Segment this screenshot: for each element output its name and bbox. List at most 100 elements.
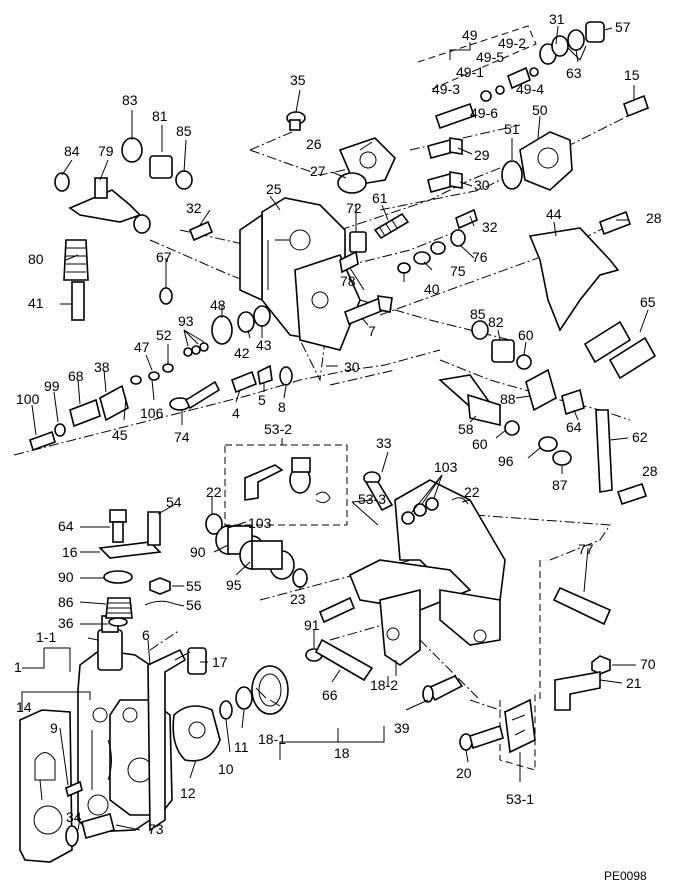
label-95: 95 bbox=[226, 577, 242, 593]
label-44: 44 bbox=[546, 206, 562, 222]
label-88: 88 bbox=[500, 391, 516, 407]
label-30-mid: 30 bbox=[344, 359, 360, 375]
label-36: 36 bbox=[58, 615, 74, 631]
label-17: 17 bbox=[212, 654, 228, 670]
label-85-right: 85 bbox=[470, 306, 486, 322]
label-38: 38 bbox=[94, 359, 110, 375]
label-63: 63 bbox=[566, 65, 582, 81]
label-43: 43 bbox=[256, 337, 272, 353]
label-58: 58 bbox=[458, 421, 474, 437]
governor-lever-assembly bbox=[348, 471, 506, 703]
governor-cover-body bbox=[239, 197, 361, 351]
label-93: 93 bbox=[178, 313, 194, 329]
label-28-top: 28 bbox=[646, 210, 662, 226]
housing-gasket bbox=[19, 709, 73, 863]
label-48: 48 bbox=[210, 297, 226, 313]
label-26: 26 bbox=[306, 136, 322, 152]
label-76: 76 bbox=[472, 249, 488, 265]
label-40: 40 bbox=[424, 281, 440, 297]
label-60-mid: 60 bbox=[472, 436, 488, 452]
label-33: 33 bbox=[376, 435, 392, 451]
label-6: 6 bbox=[142, 627, 150, 643]
label-106: 106 bbox=[140, 405, 164, 421]
label-85-top: 85 bbox=[176, 123, 192, 139]
label-96: 96 bbox=[498, 453, 514, 469]
label-18: 18 bbox=[334, 745, 350, 761]
part-labels: 4 9 31 5 7 49-2 49-5 63 49-1 49-4 15 35 49… bbox=[14, 11, 662, 883]
label-41: 41 bbox=[28, 295, 44, 311]
label-100: 100 bbox=[16, 391, 40, 407]
label-5: 5 bbox=[258, 392, 266, 408]
label-16: 16 bbox=[62, 544, 78, 560]
label-11: 11 bbox=[234, 739, 249, 755]
label-49-3: 49-3 bbox=[432, 81, 460, 97]
label-103-mid: 103 bbox=[248, 515, 272, 531]
label-82: 82 bbox=[488, 314, 504, 330]
label-51: 51 bbox=[504, 121, 520, 137]
label-14: 14 bbox=[16, 699, 32, 715]
label-73: 73 bbox=[148, 821, 164, 837]
label-90-mid: 90 bbox=[190, 544, 206, 560]
label-90-left: 90 bbox=[58, 569, 74, 585]
label-42: 42 bbox=[234, 345, 250, 361]
label-35: 35 bbox=[290, 72, 306, 88]
label-22-right: 22 bbox=[464, 484, 480, 500]
upper-right-parts bbox=[434, 21, 657, 506]
label-53-1: 53-1 bbox=[506, 791, 534, 807]
label-32-right: 32 bbox=[482, 219, 498, 235]
label-15: 15 bbox=[624, 67, 640, 83]
label-72: 72 bbox=[346, 200, 362, 216]
label-49-5: 49-5 bbox=[476, 49, 504, 65]
label-64-right: 64 bbox=[566, 419, 582, 435]
label-29: 29 bbox=[474, 147, 490, 163]
label-53-3: 53-3 bbox=[358, 491, 386, 507]
label-49-4: 49-4 bbox=[516, 81, 544, 97]
drawing-ref-code: PE0098 bbox=[604, 869, 647, 883]
label-66: 66 bbox=[322, 687, 338, 703]
label-22-left: 22 bbox=[206, 484, 222, 500]
label-4: 4 bbox=[232, 405, 240, 421]
rod-77 bbox=[552, 586, 612, 626]
label-39: 39 bbox=[394, 720, 410, 736]
leader-lines bbox=[21, 25, 649, 831]
label-81: 81 bbox=[152, 108, 168, 124]
label-28-bottom: 28 bbox=[642, 463, 658, 479]
label-23: 23 bbox=[290, 591, 306, 607]
label-18-2: 18-2 bbox=[370, 677, 398, 693]
label-52: 52 bbox=[156, 327, 172, 343]
label-86: 86 bbox=[58, 594, 74, 610]
label-7: 7 bbox=[368, 323, 376, 339]
label-25: 25 bbox=[266, 181, 282, 197]
label-27: 27 bbox=[310, 163, 326, 179]
label-78: 78 bbox=[340, 273, 356, 289]
label-60-top: 60 bbox=[518, 327, 534, 343]
label-21: 21 bbox=[626, 675, 642, 691]
label-45: 45 bbox=[112, 427, 128, 443]
label-67: 67 bbox=[156, 249, 172, 265]
label-62: 62 bbox=[632, 429, 648, 445]
label-1-1: 1-1 bbox=[36, 629, 56, 645]
label-84: 84 bbox=[64, 143, 80, 159]
label-75: 75 bbox=[450, 263, 466, 279]
label-9: 9 bbox=[50, 720, 58, 736]
label-10: 10 bbox=[218, 761, 234, 777]
label-34: 34 bbox=[66, 809, 82, 825]
label-91: 91 bbox=[304, 617, 320, 633]
label-49-6: 49-6 bbox=[470, 105, 498, 121]
label-68: 68 bbox=[68, 368, 84, 384]
label-31: 31 bbox=[549, 11, 565, 27]
upper-left-parts bbox=[54, 137, 193, 321]
gasket-6 bbox=[147, 648, 187, 832]
label-49-1: 49-1 bbox=[456, 64, 484, 80]
label-18-1: 18-1 bbox=[258, 731, 286, 747]
label-80: 80 bbox=[28, 251, 44, 267]
label-30-top: 30 bbox=[474, 177, 490, 193]
label-70: 70 bbox=[640, 656, 656, 672]
label-65: 65 bbox=[640, 294, 656, 310]
label-61: 61 bbox=[372, 190, 388, 206]
kit-outline-53-2 bbox=[224, 444, 348, 526]
label-49-2: 49-2 bbox=[498, 35, 526, 51]
label-87: 87 bbox=[552, 477, 568, 493]
